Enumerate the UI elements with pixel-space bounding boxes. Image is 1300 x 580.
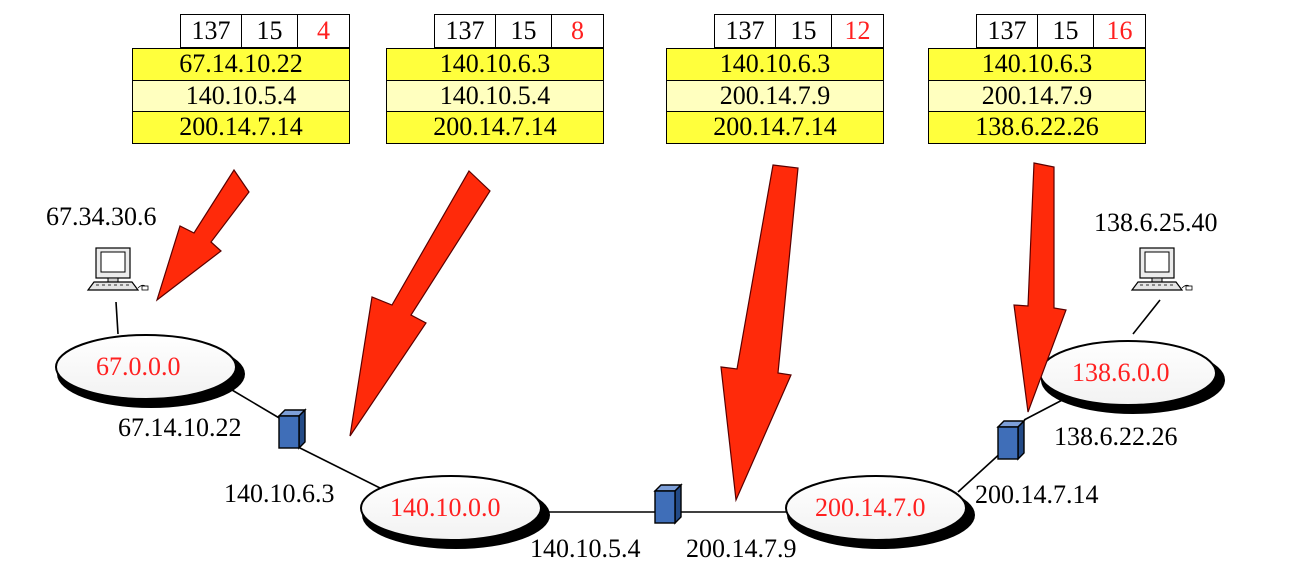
- arrow-icon: [1013, 162, 1067, 413]
- header-field-2: 15: [776, 14, 832, 48]
- packet-address-row: 200.14.7.14: [666, 111, 884, 144]
- network-clouds: [55, 334, 1225, 549]
- packet-address-row: 200.14.7.14: [386, 111, 604, 144]
- header-field-1: 137: [714, 14, 776, 48]
- network-138: [1039, 340, 1225, 414]
- computer-icon: [86, 247, 149, 291]
- header-field-1: 137: [976, 14, 1038, 48]
- header-field-3: 8: [552, 14, 604, 48]
- interface-address: 67.14.10.22: [118, 413, 242, 442]
- packet-4: 137 15 16 140.10.6.3 200.14.7.9 138.6.22…: [928, 14, 1146, 144]
- packet-address-row: 200.14.7.14: [132, 111, 350, 144]
- packet-header: 137 15 16: [976, 14, 1146, 48]
- header-field-1: 137: [434, 14, 496, 48]
- network-name-200: 200.14.7.0: [815, 493, 926, 522]
- red-arrows: [155, 162, 1067, 503]
- packet-address-row: 138.6.22.26: [928, 111, 1146, 144]
- header-field-1: 137: [180, 14, 242, 48]
- interface-address: 138.6.22.26: [1054, 422, 1178, 451]
- router-icon: [996, 419, 1026, 461]
- network-name-67: 67.0.0.0: [96, 352, 181, 381]
- header-field-3: 12: [832, 14, 884, 48]
- link-host-left: [115, 301, 119, 335]
- computer-icon: [1130, 247, 1193, 291]
- packet-address-row: 67.14.10.22: [132, 48, 350, 81]
- packet-address-row: 200.14.7.9: [928, 79, 1146, 113]
- arrow-icon: [155, 168, 250, 302]
- header-field-2: 15: [496, 14, 552, 48]
- network-67: [55, 334, 245, 408]
- packet-address-row: 200.14.7.9: [666, 79, 884, 113]
- interface-address: 140.10.5.4: [530, 534, 641, 563]
- interface-address: 140.10.6.3: [224, 479, 335, 508]
- header-field-3: 4: [298, 14, 350, 48]
- packet-header: 137 15 12: [714, 14, 884, 48]
- network-140: [360, 475, 550, 549]
- header-field-2: 15: [242, 14, 298, 48]
- arrow-icon: [349, 170, 491, 437]
- network-name-138: 138.6.0.0: [1072, 358, 1170, 387]
- header-field-2: 15: [1038, 14, 1094, 48]
- link-67-router: [231, 389, 287, 423]
- packet-address-row: 140.10.6.3: [666, 48, 884, 81]
- packet-address-row: 140.10.5.4: [132, 79, 350, 113]
- packet-address-row: 140.10.5.4: [386, 79, 604, 113]
- host-address-left: 67.34.30.6: [46, 202, 157, 231]
- router-icon: [277, 408, 307, 450]
- network-links: [115, 299, 1161, 513]
- packet-2: 137 15 8 140.10.6.3 140.10.5.4 200.14.7.…: [386, 14, 604, 144]
- packet-3: 137 15 12 140.10.6.3 200.14.7.9 200.14.7…: [666, 14, 884, 144]
- packet-header: 137 15 4: [180, 14, 350, 48]
- network-200: [785, 475, 975, 549]
- routers: [277, 408, 1026, 525]
- arrow-icon: [720, 164, 799, 503]
- link-host-right: [1132, 299, 1161, 335]
- host-address-right: 138.6.25.40: [1094, 208, 1218, 237]
- packet-1: 137 15 4 67.14.10.22 140.10.5.4 200.14.7…: [132, 14, 350, 144]
- link-200-router: [957, 449, 1005, 493]
- packet-header: 137 15 8: [434, 14, 604, 48]
- header-field-3: 16: [1094, 14, 1146, 48]
- packet-address-row: 140.10.6.3: [386, 48, 604, 81]
- interface-address: 200.14.7.14: [975, 480, 1099, 509]
- link-router-140: [299, 447, 381, 489]
- packet-address-row: 140.10.6.3: [928, 48, 1146, 81]
- router-icon: [653, 483, 683, 525]
- network-name-140: 140.10.0.0: [390, 493, 501, 522]
- interface-address: 200.14.7.9: [686, 534, 797, 563]
